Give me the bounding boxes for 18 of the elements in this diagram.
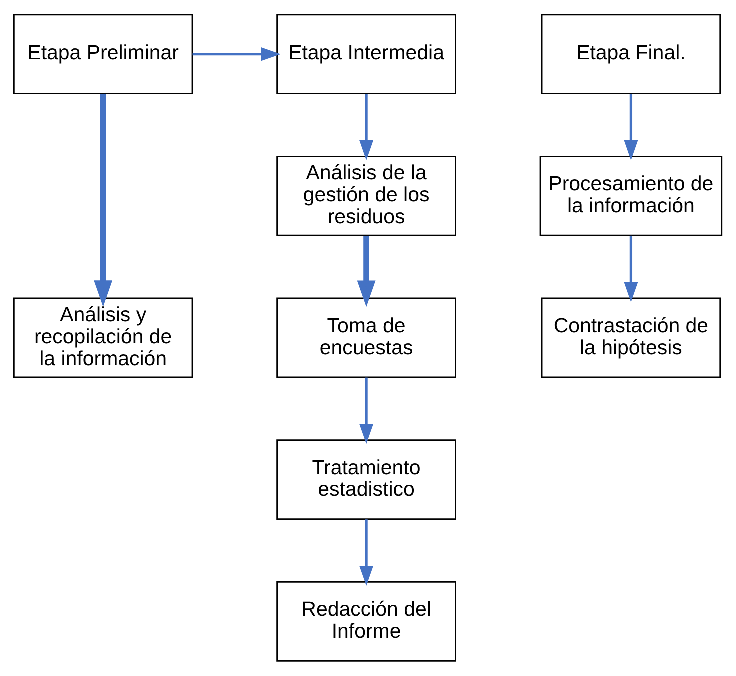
node-box: Redacción del Informe: [276, 581, 456, 662]
node-box: Análisis y recopilación de la información: [13, 298, 194, 378]
node-box: Análisis de la gestión de los residuos: [276, 156, 456, 236]
arrow: [357, 236, 376, 308]
arrow: [624, 236, 638, 302]
node-box: Etapa Intermedia: [276, 14, 456, 95]
node-box: Contrastación de la hipótesis: [541, 298, 722, 378]
node-box: Tratamiento estadistico: [276, 440, 456, 520]
arrow: [360, 94, 374, 160]
node-box: Etapa Final.: [541, 14, 722, 95]
arrow: [360, 520, 374, 586]
node-box: Etapa Preliminar: [13, 14, 194, 95]
arrow: [94, 94, 113, 307]
arrow: [192, 47, 281, 62]
arrow: [624, 94, 638, 160]
node-box: Procesamiento de la información: [540, 156, 723, 236]
arrow: [360, 378, 374, 444]
node-box: Toma de encuestas: [276, 298, 456, 378]
